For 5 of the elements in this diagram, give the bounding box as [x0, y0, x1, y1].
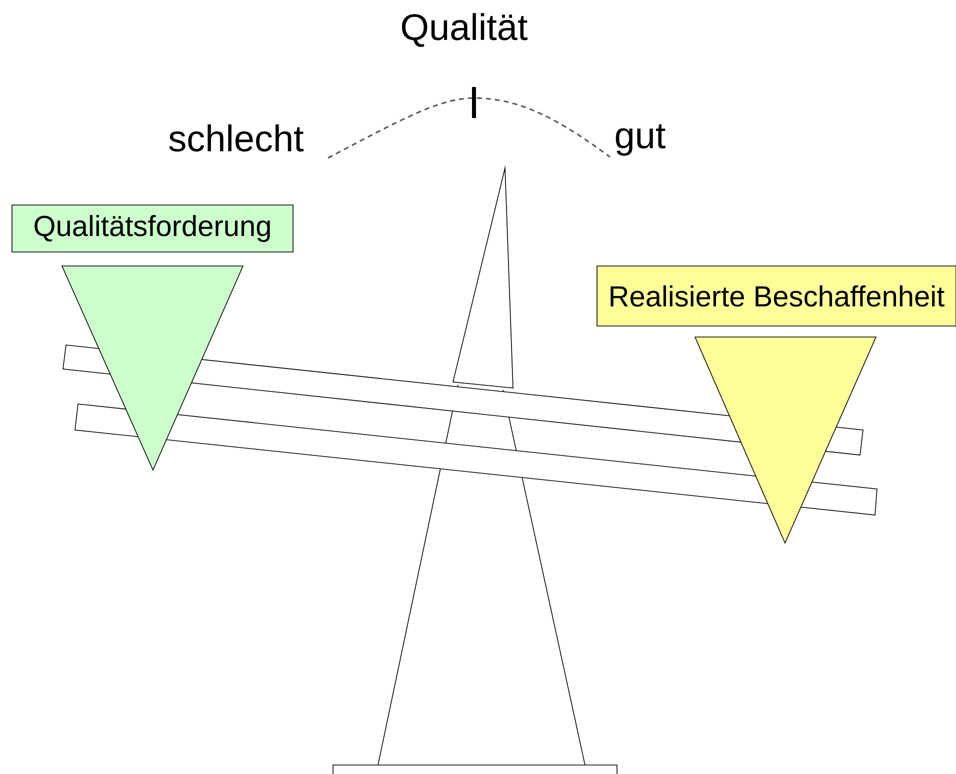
scale-label: Qualität	[402, 13, 528, 47]
scale-label: schlecht	[169, 124, 304, 152]
label-box: Qualitätsforderung	[12, 204, 294, 252]
scale-label: gut	[616, 124, 666, 156]
label-box: Realisierte Beschaffenheit	[596, 266, 956, 326]
